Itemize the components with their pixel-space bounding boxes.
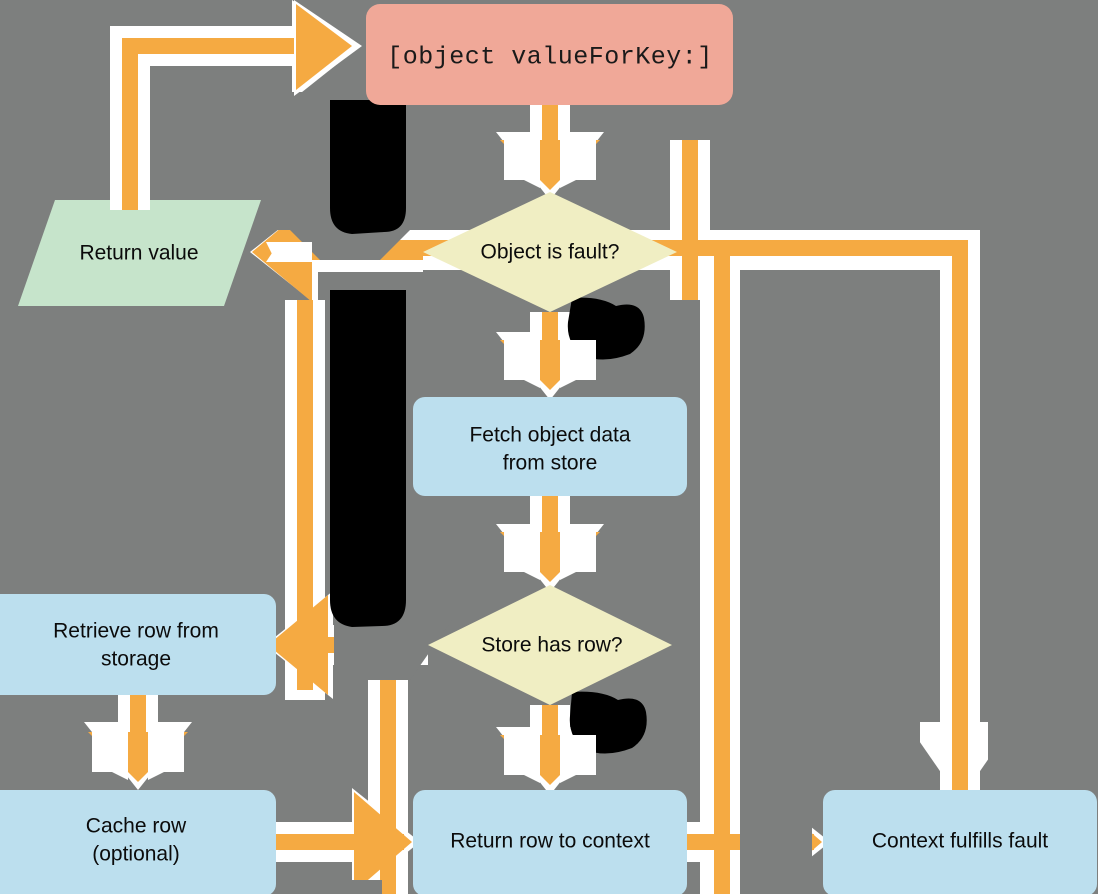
node-start-label: [object valueForKey:] [387, 43, 713, 72]
notch-decision1-returnvalue-top [266, 206, 312, 258]
node-context-fulfills-fault[interactable]: Context fulfills fault [823, 790, 1097, 894]
node-retrieve-row-label-line2: storage [101, 648, 171, 671]
gray-patch-right-block [790, 290, 920, 760]
node-return-row-to-context[interactable]: Return row to context [413, 790, 687, 894]
node-cache-row-shape [0, 790, 276, 894]
notch-decision1-to-fetch-right [560, 340, 596, 388]
arrowhead-inner-notches [92, 140, 596, 783]
node-return-row-to-context-label: Return row to context [450, 830, 650, 853]
node-retrieve-row[interactable]: Retrieve row from storage [0, 594, 276, 695]
arrowhead-decision2-to-retrieve [268, 595, 328, 695]
gray-patch-bottom-gap-2 [300, 880, 382, 894]
node-cache-row-label-line1: Cache row [86, 815, 187, 838]
node-store-has-row[interactable]: Store has row? [428, 585, 672, 705]
node-start[interactable]: [object valueForKey:] [366, 4, 733, 105]
gray-patch-left-low [0, 710, 68, 788]
notch-start-to-decision1-left [504, 140, 540, 188]
node-return-row-to-context-shape [413, 790, 687, 894]
node-start-shape [366, 4, 733, 105]
node-context-fulfills-fault-label: Context fulfills fault [872, 830, 1048, 853]
notch-fetch-to-decision2-left [504, 532, 540, 580]
node-cache-row-label-line2: (optional) [92, 843, 180, 866]
notch-decision1-returnvalue-bot [266, 250, 312, 298]
notch-retrieve-to-cache-left [92, 732, 128, 780]
node-return-value[interactable]: Return value [18, 200, 261, 306]
node-retrieve-row-label-line1: Retrieve row from [53, 620, 219, 643]
node-object-is-fault[interactable]: Object is fault? [423, 192, 677, 312]
occluder-blob-mid-left [330, 290, 406, 627]
notch-decision1-to-fetch-left [504, 340, 540, 388]
node-context-fulfills-fault-shape [823, 790, 1097, 894]
notch-start-to-decision1-right [560, 140, 596, 188]
gray-patch-right-edge [988, 240, 1098, 790]
notch-decision2-to-returnrow-right [560, 735, 596, 783]
notch-retrieve-to-cache-right [148, 732, 184, 780]
node-return-value-label: Return value [79, 242, 198, 265]
node-return-value-shape [18, 200, 261, 306]
gray-patch-right-upper [760, 0, 920, 150]
notch-decision2-to-returnrow-left [504, 735, 540, 783]
node-fetch-object-data-label-line2: from store [503, 452, 598, 475]
node-retrieve-row-shape [0, 594, 276, 695]
node-cache-row[interactable]: Cache row (optional) [0, 790, 276, 894]
gray-patch-right-bottom [740, 760, 812, 894]
node-store-has-row-label: Store has row? [481, 634, 622, 657]
occluder-blob-top-left [330, 100, 406, 234]
overlay-edge-top-return [122, 38, 340, 210]
node-fetch-object-data-label-line1: Fetch object data [469, 424, 630, 447]
gray-patch-left-mid [0, 320, 62, 580]
node-object-is-fault-label: Object is fault? [481, 241, 620, 264]
overlay-head-to-start [296, 4, 352, 90]
gray-patch-far-right [1000, 0, 1098, 230]
node-store-has-row-shape [428, 585, 672, 705]
gray-patch-bottom-gap-1 [300, 700, 340, 792]
node-fetch-object-data-shape [413, 397, 687, 496]
notch-fetch-to-decision2-right [560, 532, 596, 580]
arrowhead-cache-to-returnrow [354, 792, 412, 892]
gray-patch-top-left [0, 0, 100, 240]
node-fetch-object-data[interactable]: Fetch object data from store [413, 397, 687, 496]
node-object-is-fault-shape [423, 192, 677, 312]
